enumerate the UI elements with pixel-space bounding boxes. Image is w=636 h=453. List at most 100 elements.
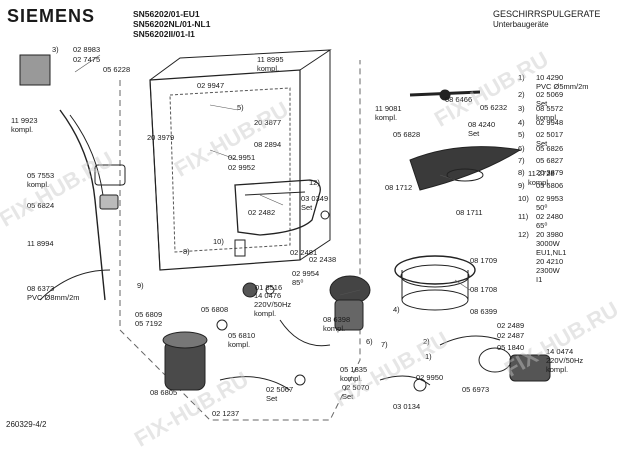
part-number-label: 05 7553 — [27, 171, 54, 180]
part-number-label: 02 5067 — [266, 385, 293, 394]
legend-part-number: 02 9948 — [536, 118, 563, 127]
part-number-label: 05 1835 — [340, 365, 367, 374]
legend-note: 50⁰ — [536, 203, 547, 212]
legend-part-number: 05 6806 — [536, 181, 563, 190]
part-number-label: kompl. — [11, 125, 33, 134]
part-number-label: 08 1708 — [470, 285, 497, 294]
part-number-label: 01 8516 — [255, 283, 282, 292]
part-number-label: Set — [342, 392, 354, 401]
legend-key: 7) — [518, 156, 525, 165]
part-number-label: 14 0474 — [546, 347, 573, 356]
part-number-label: 05 1840 — [497, 343, 524, 352]
part-number-label: 8) — [183, 247, 190, 256]
part-number-label: 03 0134 — [393, 402, 420, 411]
part-number-label: 02 9951 — [228, 153, 255, 162]
part-number-label: 08 6466 — [445, 95, 472, 104]
part-number-label: 220V/50Hz — [546, 356, 583, 365]
part-number-label: 14 0476 — [254, 291, 281, 300]
subcategory-title: Unterbaugeräte — [493, 20, 549, 29]
part-number-label: 1) — [425, 352, 432, 361]
part-number-label: 08 1709 — [470, 256, 497, 265]
part-number-label: 08 2894 — [254, 140, 281, 149]
part-number-label: 02 2481 — [290, 248, 317, 257]
part-number-label: 10) — [213, 237, 224, 246]
legend-key: 12) — [518, 230, 529, 239]
legend-note: PVC Ø5mm/2m — [536, 82, 589, 91]
part-number-label: 6) — [366, 337, 373, 346]
part-number-label: kompl. — [375, 113, 397, 122]
part-number-label: 05 6808 — [201, 305, 228, 314]
part-number-label: 85⁰ — [292, 278, 303, 287]
part-number-label: 5) — [237, 103, 244, 112]
part-number-label: 05 6828 — [393, 130, 420, 139]
part-number-label: kompl. — [254, 309, 276, 318]
part-number-label: 7) — [381, 340, 388, 349]
part-number-label: 11 8994 — [27, 239, 54, 248]
legend-note: 65⁰ — [536, 221, 547, 230]
legend-note: Set — [536, 139, 548, 148]
part-number-label: 08 1711 — [456, 208, 483, 217]
part-number-label: 02 2482 — [248, 208, 275, 217]
part-number-label: 05 6810 — [228, 331, 255, 340]
legend-key: 9) — [518, 181, 525, 190]
part-number-label: 05 6228 — [103, 65, 130, 74]
part-number-label: 02 2438 — [309, 255, 336, 264]
legend-part-number: 02 5017 — [536, 130, 563, 139]
part-number-label: Set — [266, 394, 278, 403]
part-number-label: 20 3877 — [254, 118, 281, 127]
part-number-label: 2) — [423, 337, 430, 346]
part-number-label: 02 9954 — [292, 269, 319, 278]
part-number-label: 11 9081 — [375, 104, 402, 113]
legend-part-number: 05 6826 — [536, 144, 563, 153]
legend-part-number: 02 5069 — [536, 90, 563, 99]
part-number-label: 08 1712 — [385, 183, 412, 192]
legend-part-number: 08 5572 — [536, 104, 563, 113]
legend-part-number: 20 3879 — [536, 168, 563, 177]
part-number-label: 02 2489 — [497, 321, 524, 330]
legend-part-number: 02 2480 — [536, 212, 563, 221]
part-number-label: PVC Ø8mm/2m — [27, 293, 80, 302]
model-number-2: SN56202NL/01-NL1 — [133, 19, 211, 29]
legend-key: 3) — [518, 104, 525, 113]
part-number-label: 20 3979 — [147, 133, 174, 142]
part-number-label: 9) — [137, 281, 144, 290]
part-number-label: 05 6232 — [480, 103, 507, 112]
legend-key: 8) — [518, 168, 525, 177]
part-number-label: 08 6805 — [150, 388, 177, 397]
document-number: 260329-4/2 — [6, 420, 47, 429]
part-number-label: kompl. — [257, 64, 279, 73]
part-number-label: 05 6824 — [27, 201, 54, 210]
part-number-label: Set — [468, 129, 480, 138]
model-number-3: SN56202II/01-I1 — [133, 29, 195, 39]
part-number-label: 3) — [52, 45, 59, 54]
part-number-label: 220V/50Hz — [254, 300, 291, 309]
part-number-label: 02 9950 — [416, 373, 443, 382]
legend-part-number: 02 9953 — [536, 194, 563, 203]
legend-note: Set — [536, 99, 548, 108]
part-number-label: 05 7192 — [135, 319, 162, 328]
part-number-label: 08 6373 — [27, 284, 54, 293]
part-number-label: 11 2728 — [528, 169, 555, 178]
legend-key: 5) — [518, 130, 525, 139]
legend-key: 6) — [518, 144, 525, 153]
part-number-label: kompl. — [323, 324, 345, 333]
part-number-label: kompl. — [546, 365, 568, 374]
part-number-label: Set — [301, 203, 313, 212]
part-number-label: 02 9952 — [228, 163, 255, 172]
legend-key: 1) — [518, 73, 525, 82]
part-number-label: 02 1237 — [212, 409, 239, 418]
legend-key: 10) — [518, 194, 529, 203]
part-number-label: 02 7475 — [73, 55, 100, 64]
legend-part-number: 20 3980 — [536, 230, 563, 239]
part-number-label: kompl. — [27, 180, 49, 189]
part-number-label: 05 6973 — [462, 385, 489, 394]
part-number-label: 02 8983 — [73, 45, 100, 54]
part-number-label: kompl. — [228, 340, 250, 349]
part-number-label: 02 2487 — [497, 331, 524, 340]
legend-part-number: 05 6827 — [536, 156, 563, 165]
category-title: GESCHIRRSPULGERATE — [493, 9, 601, 19]
part-number-label: 02 9947 — [197, 81, 224, 90]
